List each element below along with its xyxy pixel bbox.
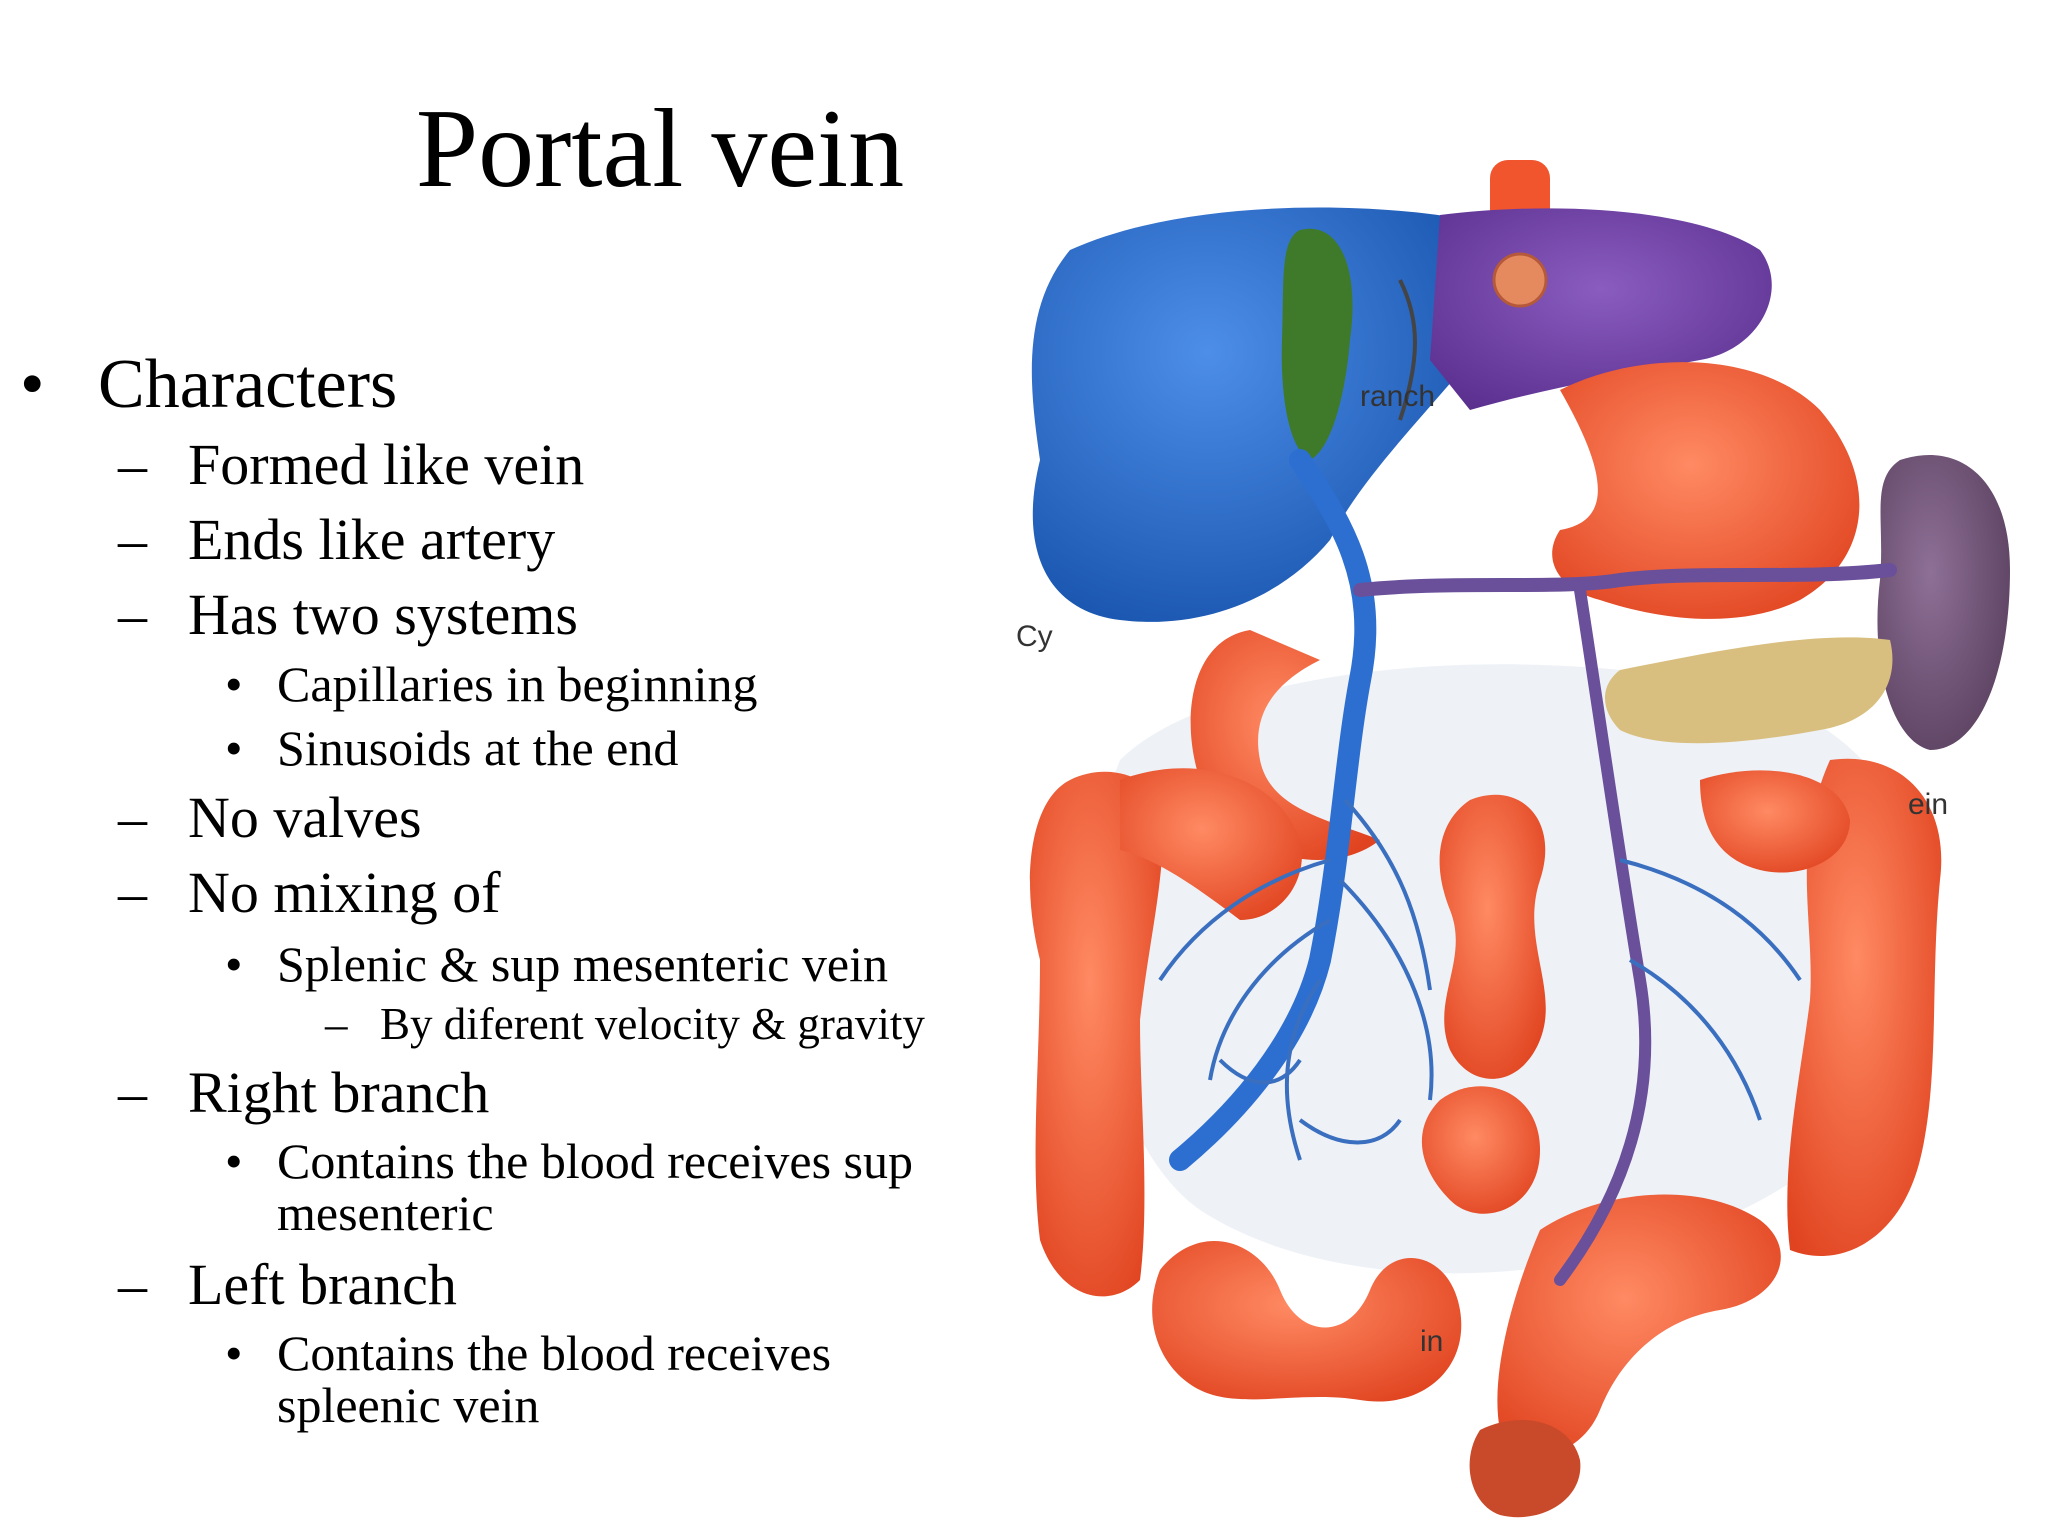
hepatic-artery-cut-shape	[1492, 252, 1548, 308]
bullet-text: No valves	[188, 785, 422, 850]
bullet-text: Characters	[98, 346, 398, 423]
bullet-text: Splenic & sup mesenteric vein	[277, 936, 888, 992]
dash-marker: –	[118, 860, 147, 925]
dash-marker: –	[118, 582, 147, 647]
bullet-text: Sinusoids at the end	[277, 720, 679, 776]
anatomy-svg	[1030, 160, 2010, 1518]
bullet-text: Capillaries in beginning	[277, 656, 758, 712]
descending-colon-shape	[1787, 758, 1942, 1256]
portal-vein-path	[1169, 449, 1377, 1171]
bullet-text: Contains the blood receives sup	[277, 1133, 913, 1189]
sigmoid-colon-shape	[1497, 1194, 1781, 1455]
rectum-shape	[1469, 1420, 1581, 1518]
bullet-marker: •	[225, 936, 243, 992]
bullet-text: Ends like artery	[188, 507, 556, 572]
bullet-text: Left branch	[188, 1252, 457, 1317]
figure-label-in: in	[1420, 1325, 1444, 1358]
bullet-text: Right branch	[188, 1060, 490, 1125]
dash-marker: –	[325, 999, 348, 1049]
venous-arcades	[1158, 798, 1802, 1161]
bullet-text: Contains the blood receives	[277, 1325, 832, 1381]
transverse-colon-shape	[1120, 768, 1302, 920]
bullet-text: Formed like vein	[188, 432, 585, 497]
ascending-colon-shape	[1030, 771, 1163, 1297]
bullet-marker: •	[225, 1325, 243, 1381]
bullet-marker: •	[225, 1133, 243, 1189]
figure-label-cy: Cy	[1016, 620, 1053, 653]
stomach-shape	[1552, 362, 1860, 619]
liver-right-lobe-shape	[1031, 207, 1470, 622]
slide-title: Portal vein	[415, 87, 905, 211]
dash-marker: –	[118, 1252, 147, 1317]
colon-segment-shape	[1700, 770, 1850, 873]
bullet-text: Has two systems	[188, 582, 578, 647]
figure-label-branch: ranch	[1360, 380, 1436, 413]
dash-marker: –	[118, 507, 147, 572]
bullet-marker: •	[225, 656, 243, 712]
bullet-text: No mixing of	[188, 860, 501, 925]
dash-marker: –	[118, 1060, 147, 1125]
bullet-text: spleenic vein	[277, 1377, 540, 1433]
bullet-marker: •	[20, 346, 45, 423]
dash-marker: –	[118, 785, 147, 850]
splenic-vein-path	[1353, 563, 1897, 597]
gallbladder-shape	[1281, 228, 1353, 460]
dash-marker: –	[118, 432, 147, 497]
inferior-mesenteric-vein-path	[1554, 584, 1652, 1286]
spleen-shape	[1877, 454, 2010, 750]
figure-label-vein: ein	[1908, 788, 1949, 821]
portal-vein-illustration: ranch Cy ein in	[1000, 160, 2045, 1530]
bullet-text: mesenteric	[277, 1185, 494, 1241]
bullet-marker: •	[225, 720, 243, 776]
pancreas-shape	[1605, 637, 1893, 744]
bile-duct-path	[1398, 279, 1417, 421]
bullet-text: By diferent velocity & gravity	[380, 999, 925, 1049]
small-intestine-group	[1152, 794, 1546, 1402]
